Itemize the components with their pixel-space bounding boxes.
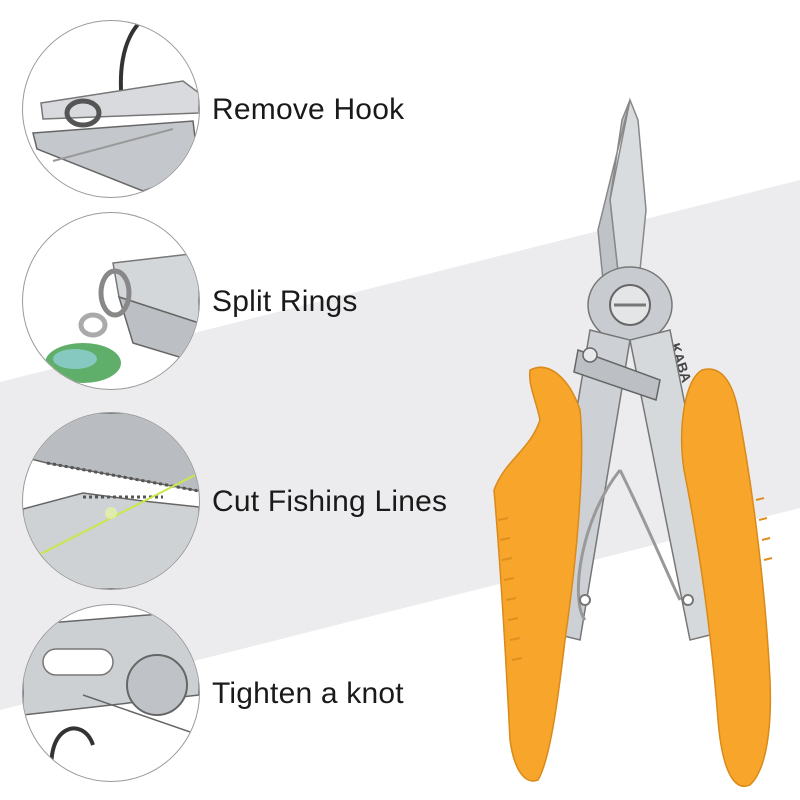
feature-tighten-knot: Tighten a knot	[0, 592, 800, 792]
feature-label: Tighten a knot	[212, 677, 404, 710]
fishing-pliers-image: KABA	[470, 80, 790, 800]
feature-label: Remove Hook	[212, 93, 405, 126]
knot-tightener-icon	[22, 604, 200, 782]
hook-removal-icon	[22, 20, 200, 198]
feature-remove-hook: Remove Hook	[0, 8, 800, 208]
line-cutter-icon	[22, 412, 200, 590]
feature-split-rings: Split Rings	[0, 200, 800, 400]
split-ring-icon	[22, 212, 200, 390]
feature-cut-fishing-lines: Cut Fishing Lines	[0, 400, 800, 600]
feature-label: Split Rings	[212, 285, 358, 318]
feature-label: Cut Fishing Lines	[212, 485, 448, 518]
